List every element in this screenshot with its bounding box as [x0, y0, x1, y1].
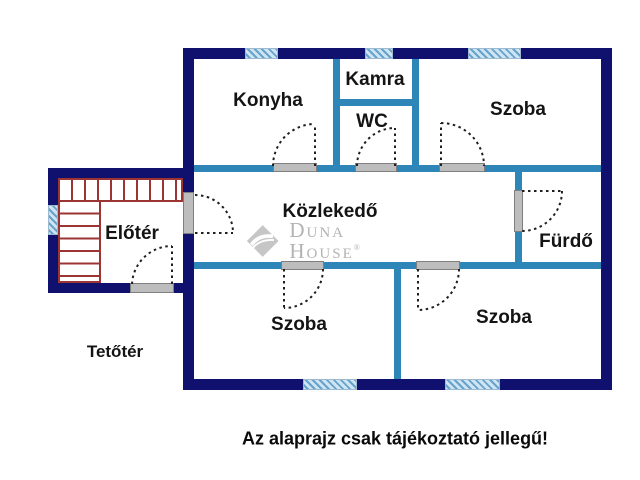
kamra-wall-left: [333, 59, 340, 165]
door-furdo-arc: [521, 190, 563, 232]
kamra-wc-divider: [333, 99, 419, 106]
door-sill-furdo: [514, 190, 523, 232]
szoba-divider-bottom: [394, 269, 401, 379]
door-wc-arc: [356, 127, 396, 167]
window-top-szoba: [468, 48, 521, 59]
label-szoba-bottom-left: Szoba: [271, 314, 327, 335]
kamra-wall-right: [412, 59, 419, 165]
label-kamra: Kamra: [345, 69, 405, 90]
window-top-kamra: [365, 48, 393, 59]
stairs-upper-run: [58, 178, 183, 202]
hall-wall-bottom: [194, 262, 601, 269]
door-eloter-entry-arc: [131, 244, 173, 285]
label-eloter: Előtér: [105, 223, 159, 244]
annex-wall-top: [48, 168, 183, 178]
window-top-konyha: [245, 48, 278, 59]
main-wall-top: [183, 48, 612, 59]
door-sill-eloter-hall: [183, 192, 194, 234]
door-szoba-bl-arc: [283, 268, 324, 309]
label-konyha: Konyha: [233, 90, 303, 111]
door-sill-szoba-top: [439, 163, 485, 172]
window-bottom-szoba-left: [303, 379, 357, 390]
label-szoba-top: Szoba: [490, 99, 546, 120]
door-konyha-arc: [272, 123, 316, 167]
main-wall-bottom: [183, 379, 612, 390]
label-szoba-bottom-right: Szoba: [476, 307, 532, 328]
door-sill-szoba-bl: [281, 261, 324, 270]
door-szoba-top-arc: [440, 122, 485, 167]
window-bottom-szoba-right: [445, 379, 500, 390]
annex-wall-bottom: [48, 283, 183, 293]
label-wc: WC: [356, 111, 388, 132]
door-sill-wc: [355, 163, 397, 172]
door-eloter-hall-arc: [194, 194, 234, 234]
hall-wall-top: [194, 165, 601, 172]
window-eloter-left: [48, 205, 58, 235]
main-wall-right: [601, 48, 612, 390]
door-sill-konyha: [273, 163, 317, 172]
stairs-left-run: [58, 200, 101, 283]
label-furdo: Fürdő: [539, 231, 593, 252]
label-tetoter: Tetőtér: [86, 342, 144, 361]
label-kozlekedo: Közlekedő: [282, 201, 378, 222]
disclaimer-text: Az alaprajz csak tájékoztató jellegű!: [241, 428, 549, 449]
door-sill-eloter-entry: [130, 283, 174, 293]
door-szoba-br-arc: [417, 268, 460, 311]
door-sill-szoba-br: [416, 261, 460, 270]
